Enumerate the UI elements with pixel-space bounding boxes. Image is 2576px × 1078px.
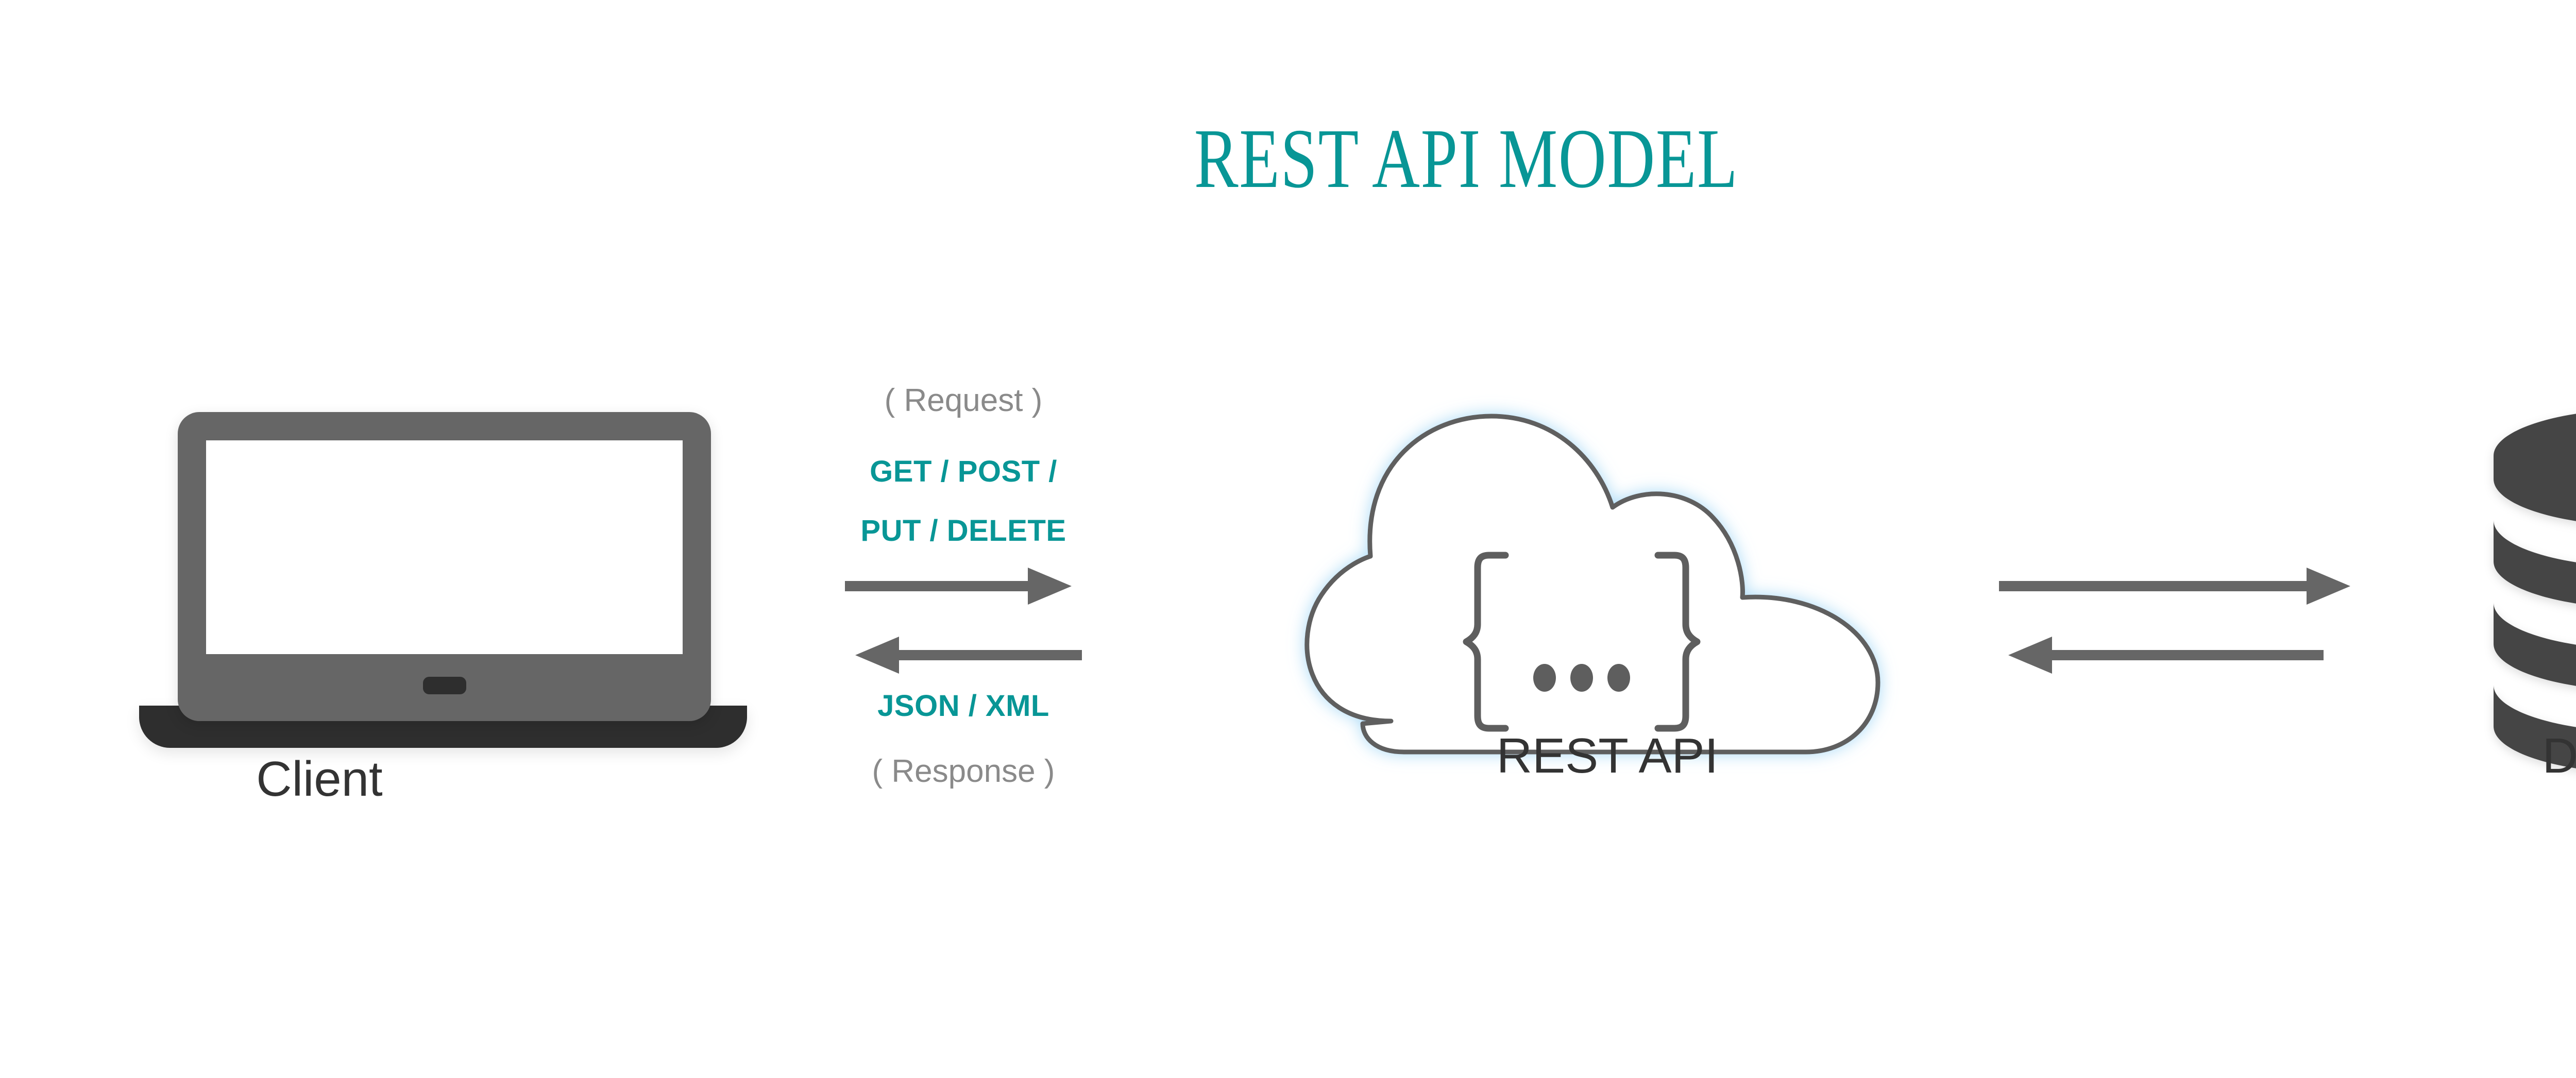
- ellipsis-dots-icon: [1533, 664, 1630, 692]
- response-paren-label: ( Response ): [872, 754, 1055, 789]
- cloud-icon: [1304, 414, 1880, 755]
- node-client: Client: [139, 412, 747, 804]
- request-methods-line-2: PUT / DELETE: [860, 514, 1066, 547]
- arrow-response-left-icon: [855, 637, 1082, 674]
- laptop-screen: [206, 440, 683, 654]
- request-paren-label: ( Request ): [884, 383, 1043, 418]
- node-label-rest-api: REST API: [1496, 728, 1719, 783]
- node-label-database: Database: [2542, 728, 2576, 783]
- page-title: REST API MODEL: [1194, 111, 1739, 206]
- arrow-to-database-right-icon: [1999, 568, 2350, 605]
- node-label-client: Client: [256, 751, 383, 807]
- database-cylinder-icon: [2494, 414, 2576, 768]
- curly-braces-icon: [1463, 552, 1701, 732]
- node-rest-api: REST API: [1273, 391, 1942, 783]
- laptop-icon: [178, 412, 711, 721]
- request-methods-line-1: GET / POST /: [870, 455, 1057, 488]
- arrows-api-database: [1999, 561, 2360, 685]
- response-format-label: JSON / XML: [877, 689, 1049, 723]
- arrows-client-api: [845, 561, 1082, 685]
- arrow-from-database-left-icon: [2008, 637, 2324, 674]
- node-database: Database: [2473, 397, 2576, 788]
- laptop-trackpad-notch: [422, 677, 466, 694]
- arrow-request-right-icon: [845, 568, 1072, 605]
